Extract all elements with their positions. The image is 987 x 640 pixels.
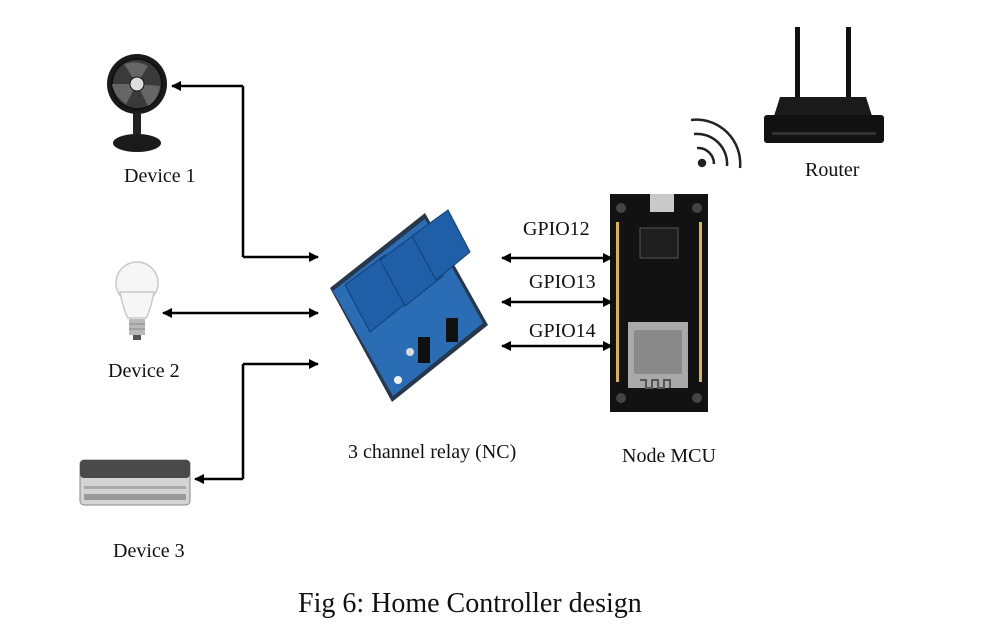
wifi-signal-icon [690, 118, 742, 169]
router-label: Router [805, 159, 860, 181]
gpio12-label: GPIO12 [523, 218, 590, 240]
gpio13-label: GPIO13 [529, 271, 596, 293]
gpio14-label: GPIO14 [529, 320, 596, 342]
air-conditioner-icon [79, 459, 191, 506]
device1-label: Device 1 [124, 165, 196, 187]
relay-module-icon [330, 209, 488, 402]
nodemcu-board-icon [610, 194, 708, 412]
mcu-label: Node MCU [622, 445, 716, 467]
device3-relay-link [194, 359, 319, 484]
figure-caption: Fig 6: Home Controller design [298, 588, 642, 619]
router-icon [764, 27, 884, 143]
device2-label: Device 2 [108, 360, 180, 382]
device1-relay-link [171, 81, 319, 262]
fan-icon [107, 54, 167, 152]
relay-label: 3 channel relay (NC) [348, 441, 517, 463]
bulb-icon [115, 261, 159, 340]
device3-label: Device 3 [113, 540, 185, 562]
